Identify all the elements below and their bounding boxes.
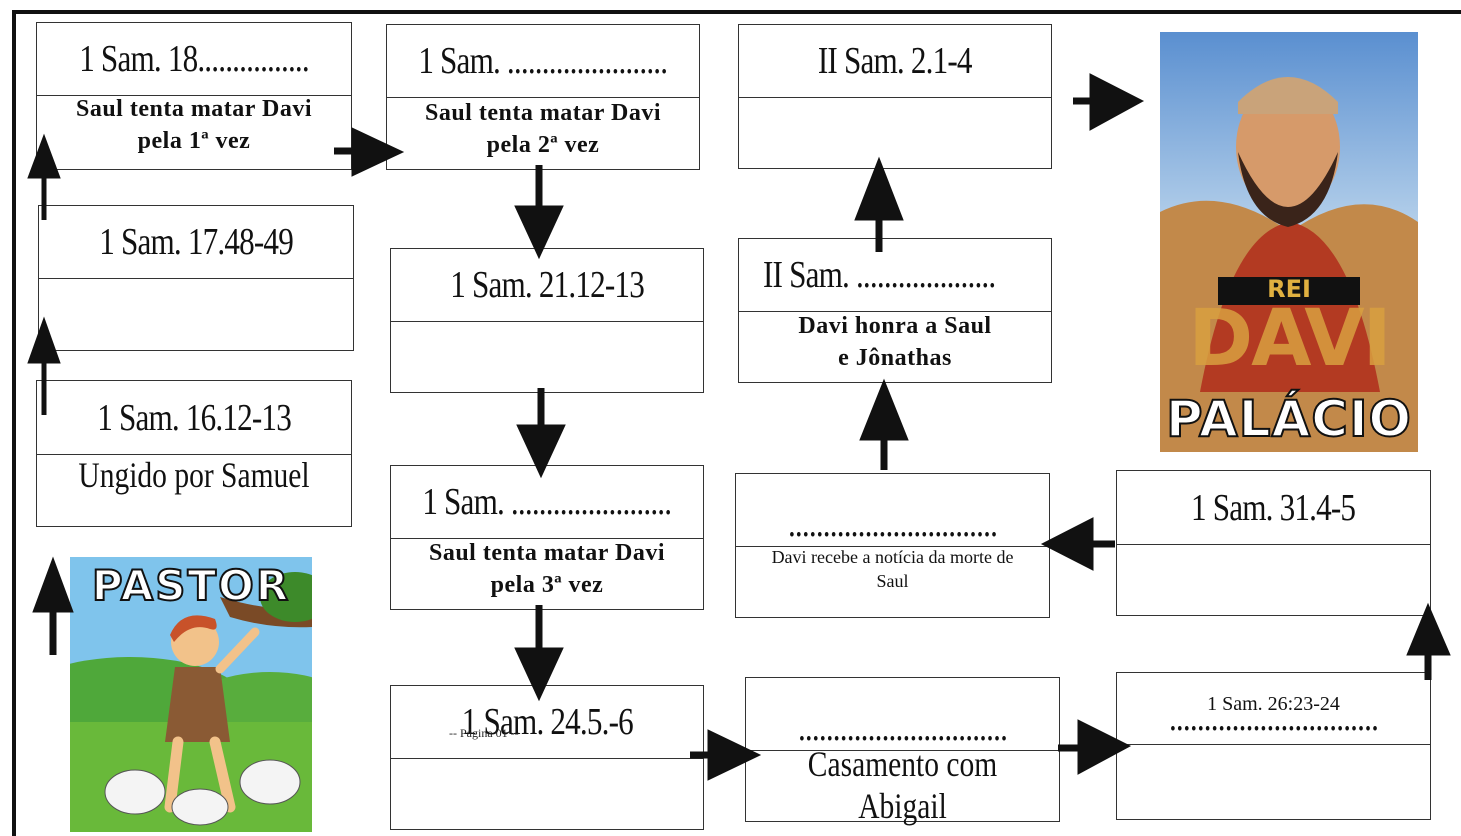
box-1sam-3rd: 1 Sam. ....................... Saul tent… [390, 465, 704, 610]
arrow-up-icon [27, 316, 61, 415]
arrow-right-icon [334, 127, 405, 177]
king-david-image: REI DAVI PALÁCIO [1160, 32, 1418, 452]
pastor-image: PASTOR [70, 557, 312, 832]
box-reference: 1 Sam. ....................... [387, 25, 699, 98]
diagram-frame [12, 10, 1461, 836]
box-reference: .............................. [746, 678, 1059, 751]
arrow-right-icon [690, 729, 762, 781]
pastor-title: PASTOR [91, 560, 291, 611]
arrow-up-icon [854, 156, 904, 252]
box-1sam-26: .............................. 1 Sam. 26… [1116, 672, 1431, 820]
box-1sam-18: 1 Sam. 18................ Saul tenta mat… [36, 22, 352, 170]
box-reference: .............................. [1117, 673, 1430, 745]
box-event: Saul tenta matar Davi pela 3ª vez [428, 540, 666, 598]
box-reference: 1 Sam. 16.12-13 [37, 381, 351, 455]
box-reference: 1 Sam. 24.5.-6 [391, 686, 703, 759]
box-abigail: .............................. Casamento… [745, 677, 1060, 826]
box-iisam-honra: II Sam. .................... Davi honra … [738, 238, 1052, 383]
box-reference: 1 Sam. 21.12-13 [391, 249, 703, 322]
box-event: Saul tenta matar Davi pela 2ª vez [424, 100, 662, 158]
box-reference: II Sam. .................... [739, 239, 1051, 312]
arrow-right-icon [1073, 73, 1145, 131]
box-reference: 1 Sam. 18................ [37, 23, 351, 96]
box-reference: 1 Sam. 31.4-5 [1117, 471, 1430, 545]
box-1sam-24: 1 Sam. 24.5.-6 -- Página 01 -- [390, 685, 704, 830]
box-event: Casamento com Abigail [807, 744, 998, 826]
box-1sam-16: 1 Sam. 16.12-13 Ungido por Samuel [36, 380, 352, 527]
box-event: Ungido por Samuel [78, 455, 310, 495]
box-iisam-2: II Sam. 2.1-4 [738, 24, 1052, 169]
arrow-up-icon [32, 556, 74, 655]
box-reference: .............................. [736, 474, 1049, 547]
arrow-up-icon [27, 133, 61, 220]
palacio-title: PALÁCIO [1165, 389, 1413, 449]
arrow-left-icon [1040, 517, 1115, 571]
box-noticia: .............................. Davi rece… [735, 473, 1050, 618]
box-caption: 1 Sam. 26:23-24 [1207, 693, 1340, 715]
arrow-right-icon [1058, 719, 1132, 775]
box-event: Davi recebe a notícia da morte de Saul [771, 547, 1014, 591]
box-event: Davi honra a Saul e Jônathas [798, 313, 992, 371]
box-1sam-21: 1 Sam. 21.12-13 [390, 248, 704, 393]
arrow-down-icon [514, 165, 564, 260]
box-1sam-17: 1 Sam. 17.48-49 [38, 205, 354, 351]
arrow-down-icon [514, 605, 564, 702]
davi-title: DAVI [1188, 294, 1391, 384]
arrow-down-icon [516, 388, 566, 479]
page-footer: -- Página 01 -- [449, 726, 519, 740]
box-1sam-2nd: 1 Sam. ....................... Saul tent… [386, 24, 700, 170]
box-reference: II Sam. 2.1-4 [739, 25, 1051, 98]
box-1sam-31: 1 Sam. 31.4-5 [1116, 470, 1431, 616]
box-reference: 1 Sam. 17.48-49 [39, 206, 353, 279]
arrow-up-icon [859, 378, 909, 470]
arrow-up-icon [1406, 602, 1451, 680]
rei-badge: REI [1267, 275, 1311, 303]
box-event: Saul tenta matar Davi pela 1ª vez [75, 96, 313, 154]
box-reference: 1 Sam. ....................... [391, 466, 703, 539]
